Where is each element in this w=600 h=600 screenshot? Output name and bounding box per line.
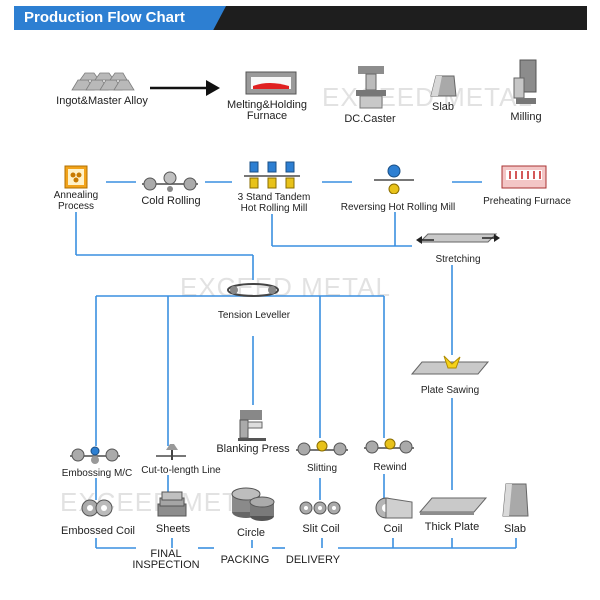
cut-to-length-icon bbox=[156, 444, 186, 460]
rewind-icon bbox=[364, 438, 414, 454]
coil-label: Coil bbox=[383, 523, 403, 535]
melting-label: Melting&Holding Furnace bbox=[226, 99, 308, 122]
cold-rolling-icon bbox=[142, 171, 198, 192]
slab-bottom-label: Slab bbox=[503, 523, 527, 535]
embossing-icon bbox=[70, 446, 120, 464]
slitting-icon bbox=[296, 440, 348, 456]
header-tab bbox=[14, 6, 226, 30]
ingot-icon bbox=[71, 72, 135, 91]
reversing-label: Reversing Hot Rolling Mill bbox=[340, 202, 456, 213]
dc-caster-label: DC.Caster bbox=[344, 113, 396, 125]
watermark: EXCEED METAL bbox=[180, 272, 391, 302]
slitting-label: Slitting bbox=[306, 463, 337, 474]
cold-rolling-label: Cold Rolling bbox=[141, 195, 201, 207]
tandem-label: 3 Stand Tandem Hot Rolling Mill bbox=[237, 192, 311, 214]
circle-label: Circle bbox=[236, 527, 266, 539]
final-inspection-label: FINAL INSPECTION bbox=[132, 548, 200, 571]
stretching-icon bbox=[416, 233, 500, 244]
plate-sawing-label: Plate Sawing bbox=[420, 385, 480, 396]
milling-label: Milling bbox=[510, 111, 542, 123]
slit-coil-label: Slit Coil bbox=[302, 523, 340, 535]
delivery-label: DELIVERY bbox=[285, 554, 341, 566]
annealing-label: Annealing Process bbox=[53, 190, 99, 212]
coil-icon bbox=[375, 497, 413, 519]
reversing-mill-icon bbox=[374, 164, 414, 194]
milling-icon bbox=[513, 59, 537, 104]
slit-coil-icon bbox=[299, 501, 341, 515]
packing-label: PACKING bbox=[220, 554, 270, 566]
dc-caster-icon bbox=[356, 66, 386, 109]
melting-furnace-icon bbox=[245, 71, 297, 95]
slab-icon bbox=[430, 75, 457, 97]
embossed-coil-label: Embossed Coil bbox=[61, 525, 135, 537]
embossed-coil-icon bbox=[81, 499, 113, 517]
blanking-press-label: Blanking Press bbox=[216, 443, 290, 455]
stretching-label: Stretching bbox=[435, 254, 481, 265]
slab-top-label: Slab bbox=[431, 101, 455, 113]
tandem-mill-icon bbox=[244, 161, 300, 189]
slab-product-icon bbox=[502, 483, 529, 517]
watermark: EXCEED METAL bbox=[322, 82, 533, 112]
rewind-label: Rewind bbox=[373, 462, 407, 473]
blanking-press-icon bbox=[238, 410, 266, 441]
embossing-label: Embossing M/C bbox=[61, 468, 133, 479]
thick-plate-label: Thick Plate bbox=[424, 521, 480, 533]
ingot-label: Ingot&Master Alloy bbox=[56, 95, 148, 107]
thick-plate-icon bbox=[418, 497, 488, 515]
plate-sawing-icon bbox=[410, 355, 490, 375]
circle-product-icon bbox=[231, 487, 275, 521]
sheets-label: Sheets bbox=[155, 523, 191, 535]
cut-to-length-label: Cut-to-length Line bbox=[141, 465, 221, 476]
sheets-icon bbox=[157, 491, 187, 517]
preheating-label: Preheating Furnace bbox=[483, 196, 571, 207]
tension-leveller-label: Tension Leveller bbox=[217, 310, 291, 321]
page-title: Production Flow Chart bbox=[24, 9, 185, 26]
tension-leveller-icon bbox=[227, 283, 279, 297]
annealing-icon bbox=[64, 165, 88, 189]
preheating-furnace-icon bbox=[501, 165, 547, 189]
